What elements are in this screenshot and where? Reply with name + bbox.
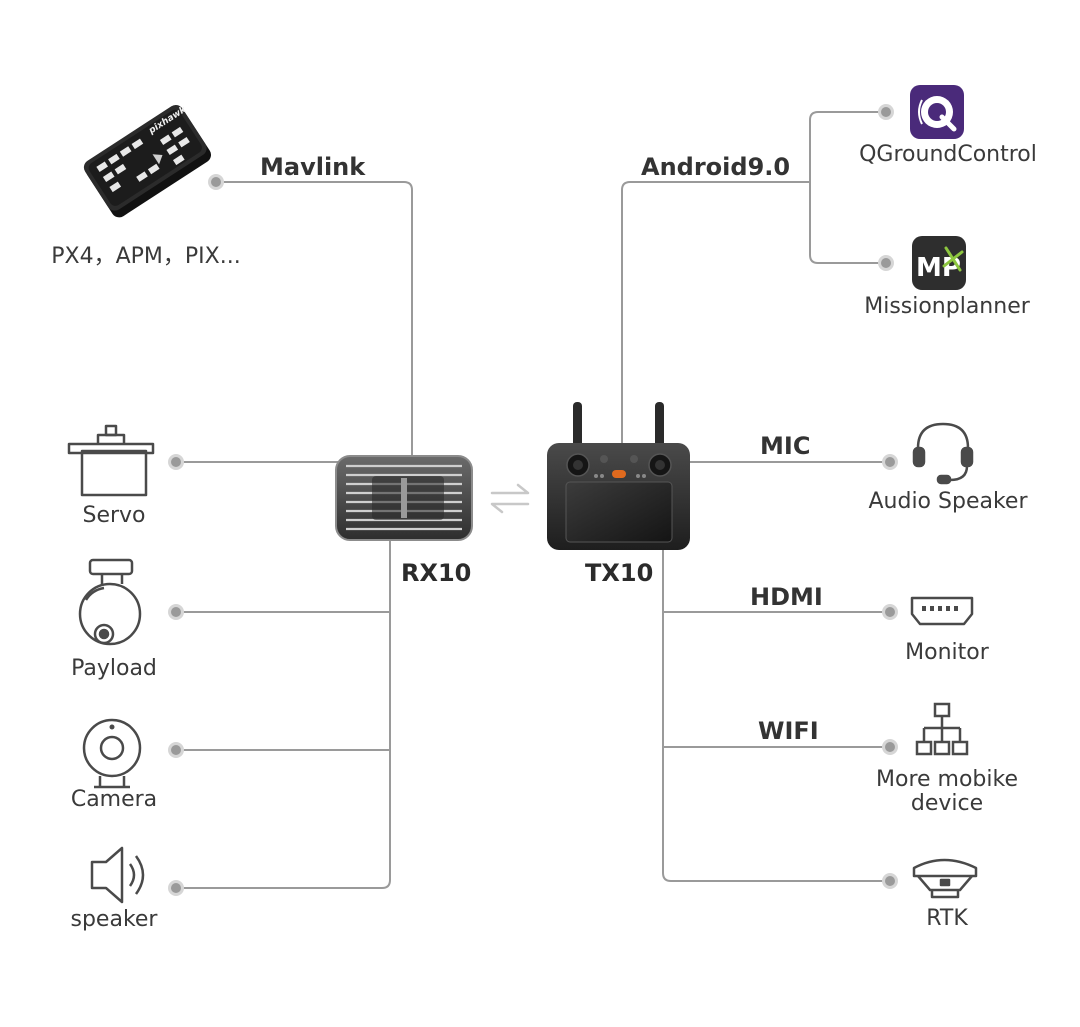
dot-speaker <box>168 880 184 896</box>
mobile-device-label-line2: device <box>910 791 984 816</box>
connection-lines <box>176 111 890 889</box>
mobile-device-label-line1: More mobike <box>876 767 1018 792</box>
link-arrows-icon <box>490 483 530 514</box>
payload-icon <box>78 558 142 646</box>
tx10-controller <box>547 402 690 550</box>
camera-icon <box>82 718 142 789</box>
flight-controller-label: PX4，APM，PIX... <box>51 244 241 269</box>
dot-payload <box>168 604 184 620</box>
network-icon <box>915 702 969 756</box>
endpoint-dots <box>168 104 898 896</box>
dot-mobile <box>882 739 898 755</box>
line-qgc-mp <box>809 111 886 264</box>
line-tx-bus <box>662 548 890 882</box>
audio-speaker-label: Audio Speaker <box>868 489 1028 514</box>
link-label-mic: MIC <box>760 432 811 460</box>
line-android <box>621 181 810 445</box>
qgroundcontrol-icon <box>910 85 964 139</box>
missionplanner-icon: MP <box>912 236 966 290</box>
speaker-label: speaker <box>70 907 158 932</box>
link-label-wifi: WIFI <box>758 717 819 745</box>
missionplanner-label: Missionplanner <box>864 294 1030 319</box>
dot-camera <box>168 742 184 758</box>
dot-rtk <box>882 873 898 889</box>
speaker-icon <box>90 846 145 904</box>
line-mavlink <box>216 181 413 460</box>
dot-monitor <box>882 604 898 620</box>
dot-qgc <box>878 104 894 120</box>
hdmi-port-icon <box>910 596 974 626</box>
line-rx-bus <box>176 540 391 889</box>
link-label-hdmi: HDMI <box>750 583 823 611</box>
payload-label: Payload <box>71 656 157 681</box>
monitor-label: Monitor <box>905 640 989 665</box>
dot-audio <box>882 454 898 470</box>
device-label-rx10: RX10 <box>401 559 472 587</box>
camera-label: Camera <box>70 787 158 812</box>
dot-servo <box>168 454 184 470</box>
rtk-antenna-icon <box>912 858 978 899</box>
flight-controller-icon: pixhawk <box>83 104 212 218</box>
dot-mp <box>878 255 894 271</box>
dot-mavlink <box>208 174 224 190</box>
link-label-android: Android9.0 <box>641 153 791 181</box>
rtk-label: RTK <box>926 906 968 931</box>
qgroundcontrol-label: QGroundControl <box>859 142 1037 167</box>
link-label-mavlink: Mavlink <box>260 153 366 181</box>
device-label-tx10: TX10 <box>585 559 654 587</box>
servo-icon <box>67 424 155 497</box>
headset-icon <box>912 422 974 485</box>
servo-label: Servo <box>82 503 146 528</box>
rx10-module <box>335 455 473 541</box>
